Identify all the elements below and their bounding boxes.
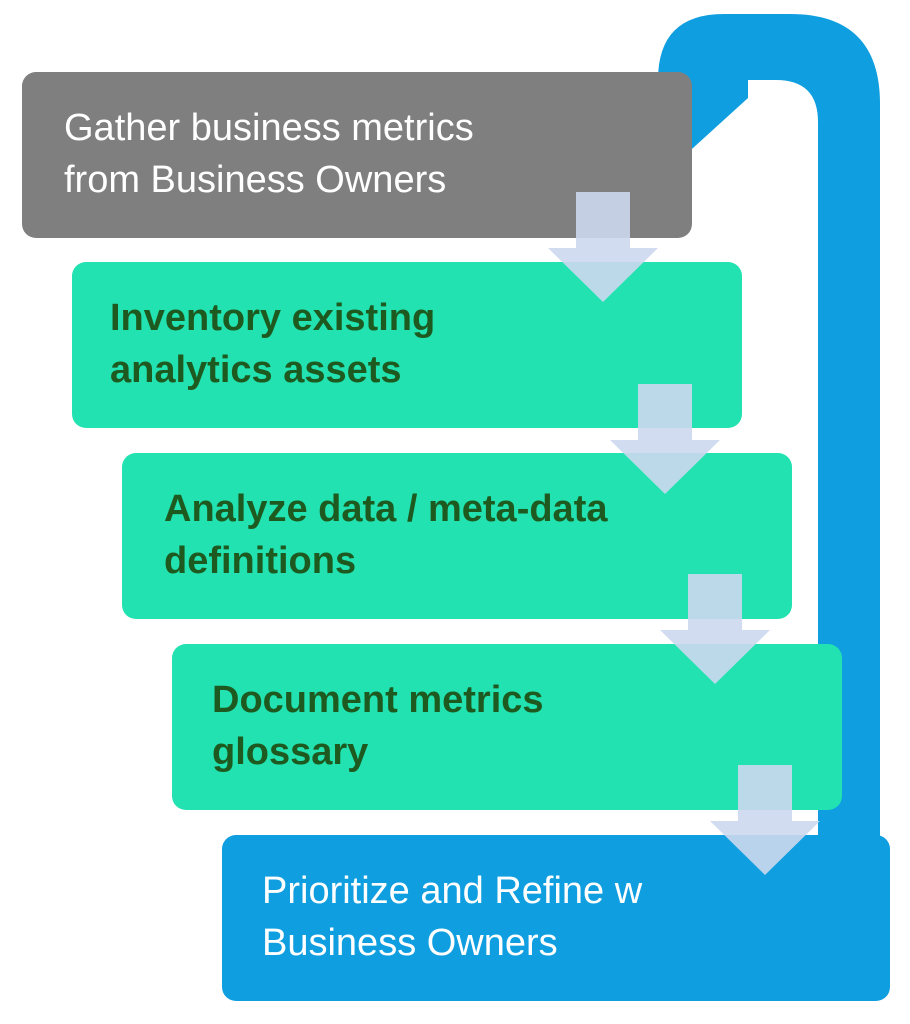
step-document-glossary-label: Document metrics glossary	[212, 679, 544, 773]
down-arrow-4	[710, 765, 820, 875]
step-prioritize-refine-label: Prioritize and Refine w Business Owners	[262, 870, 643, 964]
step-document-glossary: Document metrics glossary	[172, 644, 842, 810]
step-gather-metrics-label: Gather business metrics from Business Ow…	[64, 107, 474, 201]
step-inventory-assets-label: Inventory existing analytics assets	[110, 297, 436, 391]
down-arrow-3	[660, 574, 770, 684]
down-arrow-2	[610, 384, 720, 494]
step-prioritize-refine: Prioritize and Refine w Business Owners	[222, 835, 890, 1001]
step-inventory-assets: Inventory existing analytics assets	[72, 262, 742, 428]
step-analyze-definitions: Analyze data / meta-data definitions	[122, 453, 792, 619]
down-arrow-1	[548, 192, 658, 302]
step-analyze-definitions-label: Analyze data / meta-data definitions	[164, 488, 608, 582]
